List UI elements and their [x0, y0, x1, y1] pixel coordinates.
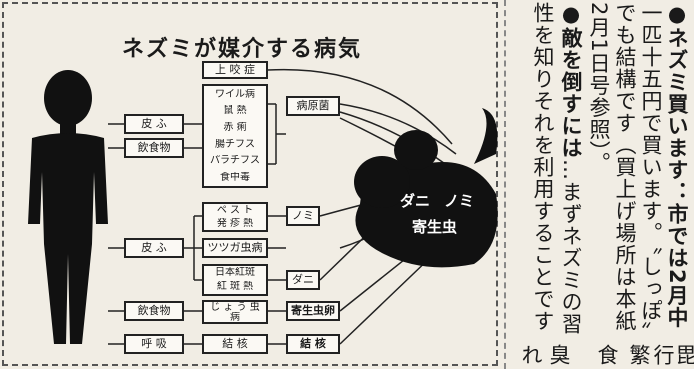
- carrier-parasite: 寄生虫卵: [286, 301, 340, 321]
- disease-top-label: 上 咬 症: [215, 62, 255, 76]
- human-silhouette: [28, 70, 108, 344]
- text-col-7: れ: [519, 344, 543, 366]
- disease-group-1: ワイル病 鼠 熱 赤 痢 腸チフス パラチフス 食中毒: [202, 84, 268, 188]
- route-skin-2: 皮 ふ: [124, 238, 184, 258]
- disease-item: 発 疹 熱: [216, 217, 254, 229]
- carrier-tb-label: 結 核: [300, 336, 326, 350]
- disease-group-5: じ ょ う 虫 病: [202, 300, 268, 324]
- disease-item: 日本紅斑: [215, 267, 255, 279]
- route-food-1: 飲食物: [124, 138, 184, 158]
- text-col-3: でも結構です（買上げ場所は本紙: [613, 2, 637, 332]
- mouse-silhouette: [354, 108, 498, 268]
- connector-lines: [28, 68, 498, 345]
- route-breath: 呼 吸: [124, 334, 184, 354]
- disease-item: 鼠 熱: [223, 105, 247, 117]
- text-col-9: 食: [595, 344, 619, 366]
- disease-diagram: ネズミが媒介する病気 皮 ふ 飲食物 皮 ふ 飲食物 呼 吸 上 咬 症 ワイル…: [2, 2, 498, 366]
- route-food-2: 飲食物: [124, 301, 184, 321]
- text-col-5-rest: …まずネズミの習: [559, 159, 583, 335]
- column-separator: [504, 0, 508, 369]
- mouse-label-mite: ダニ: [400, 192, 431, 210]
- disease-item: じ ょ う 虫: [210, 302, 260, 312]
- disease-group-2: ペ ス ト 発 疹 熱: [202, 202, 268, 232]
- disease-item: パラチフス: [210, 155, 260, 167]
- carrier-pathogen-label: 病原菌: [296, 98, 330, 112]
- text-col-12: 毘: [673, 344, 694, 366]
- text-col-11: 行: [651, 344, 675, 366]
- text-col-5-head: ●敵を倒すには: [559, 2, 583, 159]
- text-col-10: 繁: [627, 344, 651, 366]
- route-food-1-label: 飲食物: [137, 140, 171, 154]
- disease-group-3: ツツガ虫病: [202, 238, 268, 258]
- diagram-title: ネズミが媒介する病気: [122, 37, 363, 62]
- disease-item: ワイル病: [215, 88, 255, 100]
- carrier-pathogen: 病原菌: [286, 96, 340, 116]
- disease-item: ペ ス ト: [216, 204, 254, 216]
- route-skin-1: 皮 ふ: [124, 114, 184, 134]
- disease-item: 紅 斑 熱: [216, 281, 254, 293]
- disease-item: 食中毒: [220, 171, 250, 183]
- route-skin-2-label: 皮 ふ: [141, 240, 167, 254]
- route-food-2-label: 飲食物: [137, 303, 171, 317]
- carrier-mite: ダニ: [286, 270, 320, 290]
- text-col-2: 一匹十五円で買います。〝しっぽ〟: [639, 2, 663, 344]
- carrier-mite-label: ダニ: [292, 272, 314, 286]
- disease-item: 病: [230, 312, 240, 322]
- disease-group-4: 日本紅斑 紅 斑 熱: [202, 264, 268, 296]
- text-col-1-content: ●ネズミ買います：市では2月中: [665, 2, 689, 329]
- disease-group-3-label: ツツガ虫病: [207, 240, 263, 254]
- disease-top: 上 咬 症: [202, 61, 268, 79]
- disease-last-label: 結 核: [222, 336, 248, 350]
- carrier-flea-label: ノミ: [292, 208, 314, 222]
- text-col-6: 性を知りそれを利用することです: [531, 2, 555, 332]
- text-col-4: 2月1日号参照）。: [587, 2, 611, 175]
- mouse-label-flea: ノミ: [444, 192, 475, 210]
- disease-item: 腸チフス: [215, 138, 255, 150]
- mouse-label-parasite: 寄生虫: [412, 218, 458, 236]
- carrier-flea: ノミ: [286, 206, 320, 226]
- carrier-tb: 結 核: [286, 334, 340, 354]
- route-breath-label: 呼 吸: [141, 336, 167, 350]
- text-col-5: ●敵を倒すには…まずネズミの習: [559, 2, 583, 335]
- text-col-1: ●ネズミ買います：市では2月中: [665, 2, 689, 329]
- text-col-8: 臭: [547, 344, 571, 366]
- disease-item: 赤 痢: [223, 121, 247, 133]
- route-skin-1-label: 皮 ふ: [141, 116, 167, 130]
- carrier-parasite-label: 寄生虫卵: [291, 303, 335, 317]
- disease-last: 結 核: [202, 334, 268, 354]
